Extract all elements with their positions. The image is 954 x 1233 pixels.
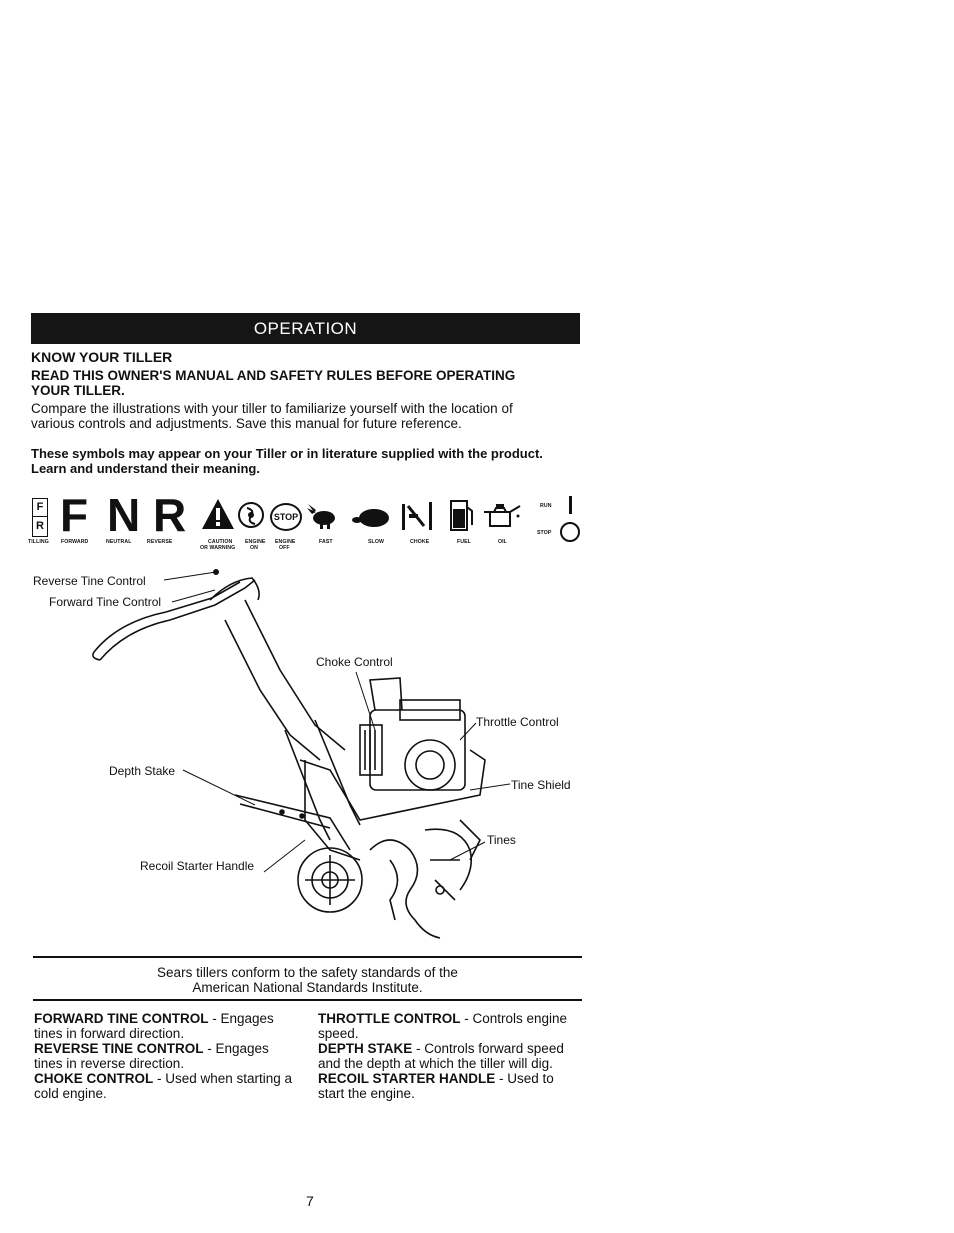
definition-reverse-tine-control: REVERSE TINE CONTROL - Engages tines in … xyxy=(34,1041,269,1071)
callout-reverse-tine-control: Reverse Tine Control xyxy=(33,574,146,588)
page-number: 7 xyxy=(306,1193,314,1209)
caution-icon xyxy=(202,499,234,529)
slow-label: SLOW xyxy=(368,539,384,545)
engine-off-icon: STOP xyxy=(270,503,302,531)
callout-forward-tine-control: Forward Tine Control xyxy=(49,595,162,609)
oil-label: OIL xyxy=(498,539,507,545)
fast-label: FAST xyxy=(319,539,333,545)
section-title: OPERATION xyxy=(253,318,358,338)
definition-throttle-control: THROTTLE CONTROL - Controls engine speed… xyxy=(318,1011,568,1041)
engine-off-label-2: OFF xyxy=(279,545,290,551)
definition-forward-tine-control: FORWARD TINE CONTROL - Engages tines in … xyxy=(34,1011,274,1041)
reverse-label: REVERSE xyxy=(147,539,173,545)
callout-tine-shield: Tine Shield xyxy=(511,778,571,792)
divider-top xyxy=(33,956,582,958)
safety-symbol-row: F R F N R STOP xyxy=(28,490,590,552)
stop-label: STOP xyxy=(537,530,552,536)
callout-choke-control: Choke Control xyxy=(316,655,393,669)
symbols-note-line-1: These symbols may appear on your Tiller … xyxy=(31,446,543,461)
standards-line-2: American National Standards Institute. xyxy=(192,980,423,995)
warning-line-2: YOUR TILLER. xyxy=(31,383,125,398)
caution-label-2: OR WARNING xyxy=(200,545,236,551)
callout-throttle-control: Throttle Control xyxy=(476,715,559,729)
definition-recoil-starter-handle: RECOIL STARTER HANDLE - Used to start th… xyxy=(318,1071,554,1101)
choke-label: CHOKE xyxy=(410,539,430,545)
callout-depth-stake: Depth Stake xyxy=(109,764,176,778)
definitions-left-column: FORWARD TINE CONTROL - Engages tines in … xyxy=(34,1011,299,1101)
turtle-icon xyxy=(352,509,389,527)
tilling-forward-letter: F xyxy=(33,499,47,517)
definition-choke-control: CHOKE CONTROL - Used when starting a col… xyxy=(34,1071,293,1101)
oil-can-icon xyxy=(484,504,521,527)
tiller-illustration xyxy=(92,577,486,939)
definition-depth-stake: DEPTH STAKE - Controls forward speed and… xyxy=(318,1041,564,1071)
divider-bottom xyxy=(33,999,582,1001)
run-icon xyxy=(569,496,572,514)
caution-label: CAUTION xyxy=(208,539,233,545)
hare-icon xyxy=(307,504,335,529)
neutral-label: NEUTRAL xyxy=(106,539,132,545)
intro-line-2: various controls and adjustments. Save t… xyxy=(31,416,462,431)
definitions-right-column: THROTTLE CONTROL - Controls engine speed… xyxy=(318,1011,583,1101)
symbols-note-line-2: Learn and understand their meaning. xyxy=(31,461,260,476)
forward-label: FORWARD xyxy=(61,539,89,545)
reverse-symbol: R xyxy=(153,489,187,541)
stop-circle-icon xyxy=(560,522,580,542)
forward-symbol: F xyxy=(60,489,89,541)
neutral-symbol: N xyxy=(107,489,141,541)
standards-line-1: Sears tillers conform to the safety stan… xyxy=(157,965,458,980)
tilling-reverse-letter: R xyxy=(36,520,44,532)
callout-leaders xyxy=(163,569,511,873)
fuel-icon xyxy=(450,500,473,531)
choke-icon xyxy=(402,502,432,530)
tilling-icon: F R xyxy=(32,498,48,537)
engine-off-label: ENGINE xyxy=(275,539,296,545)
callout-tines: Tines xyxy=(487,833,516,847)
callout-recoil-starter-handle: Recoil Starter Handle xyxy=(140,859,255,873)
section-banner: OPERATION xyxy=(31,313,580,344)
warning-line-1: READ THIS OWNER'S MANUAL AND SAFETY RULE… xyxy=(31,368,516,383)
run-label: RUN xyxy=(540,503,552,509)
standards-note: Sears tillers conform to the safety stan… xyxy=(33,965,582,995)
fuel-label: FUEL xyxy=(457,539,471,545)
engine-on-label: ENGINE xyxy=(245,539,266,545)
engine-on-label-2: ON xyxy=(250,545,258,551)
intro-line-1: Compare the illustrations with your till… xyxy=(31,401,513,416)
tilling-label: TILLING xyxy=(28,539,49,545)
engine-on-icon xyxy=(238,502,264,528)
page-heading: KNOW YOUR TILLER xyxy=(31,349,173,365)
